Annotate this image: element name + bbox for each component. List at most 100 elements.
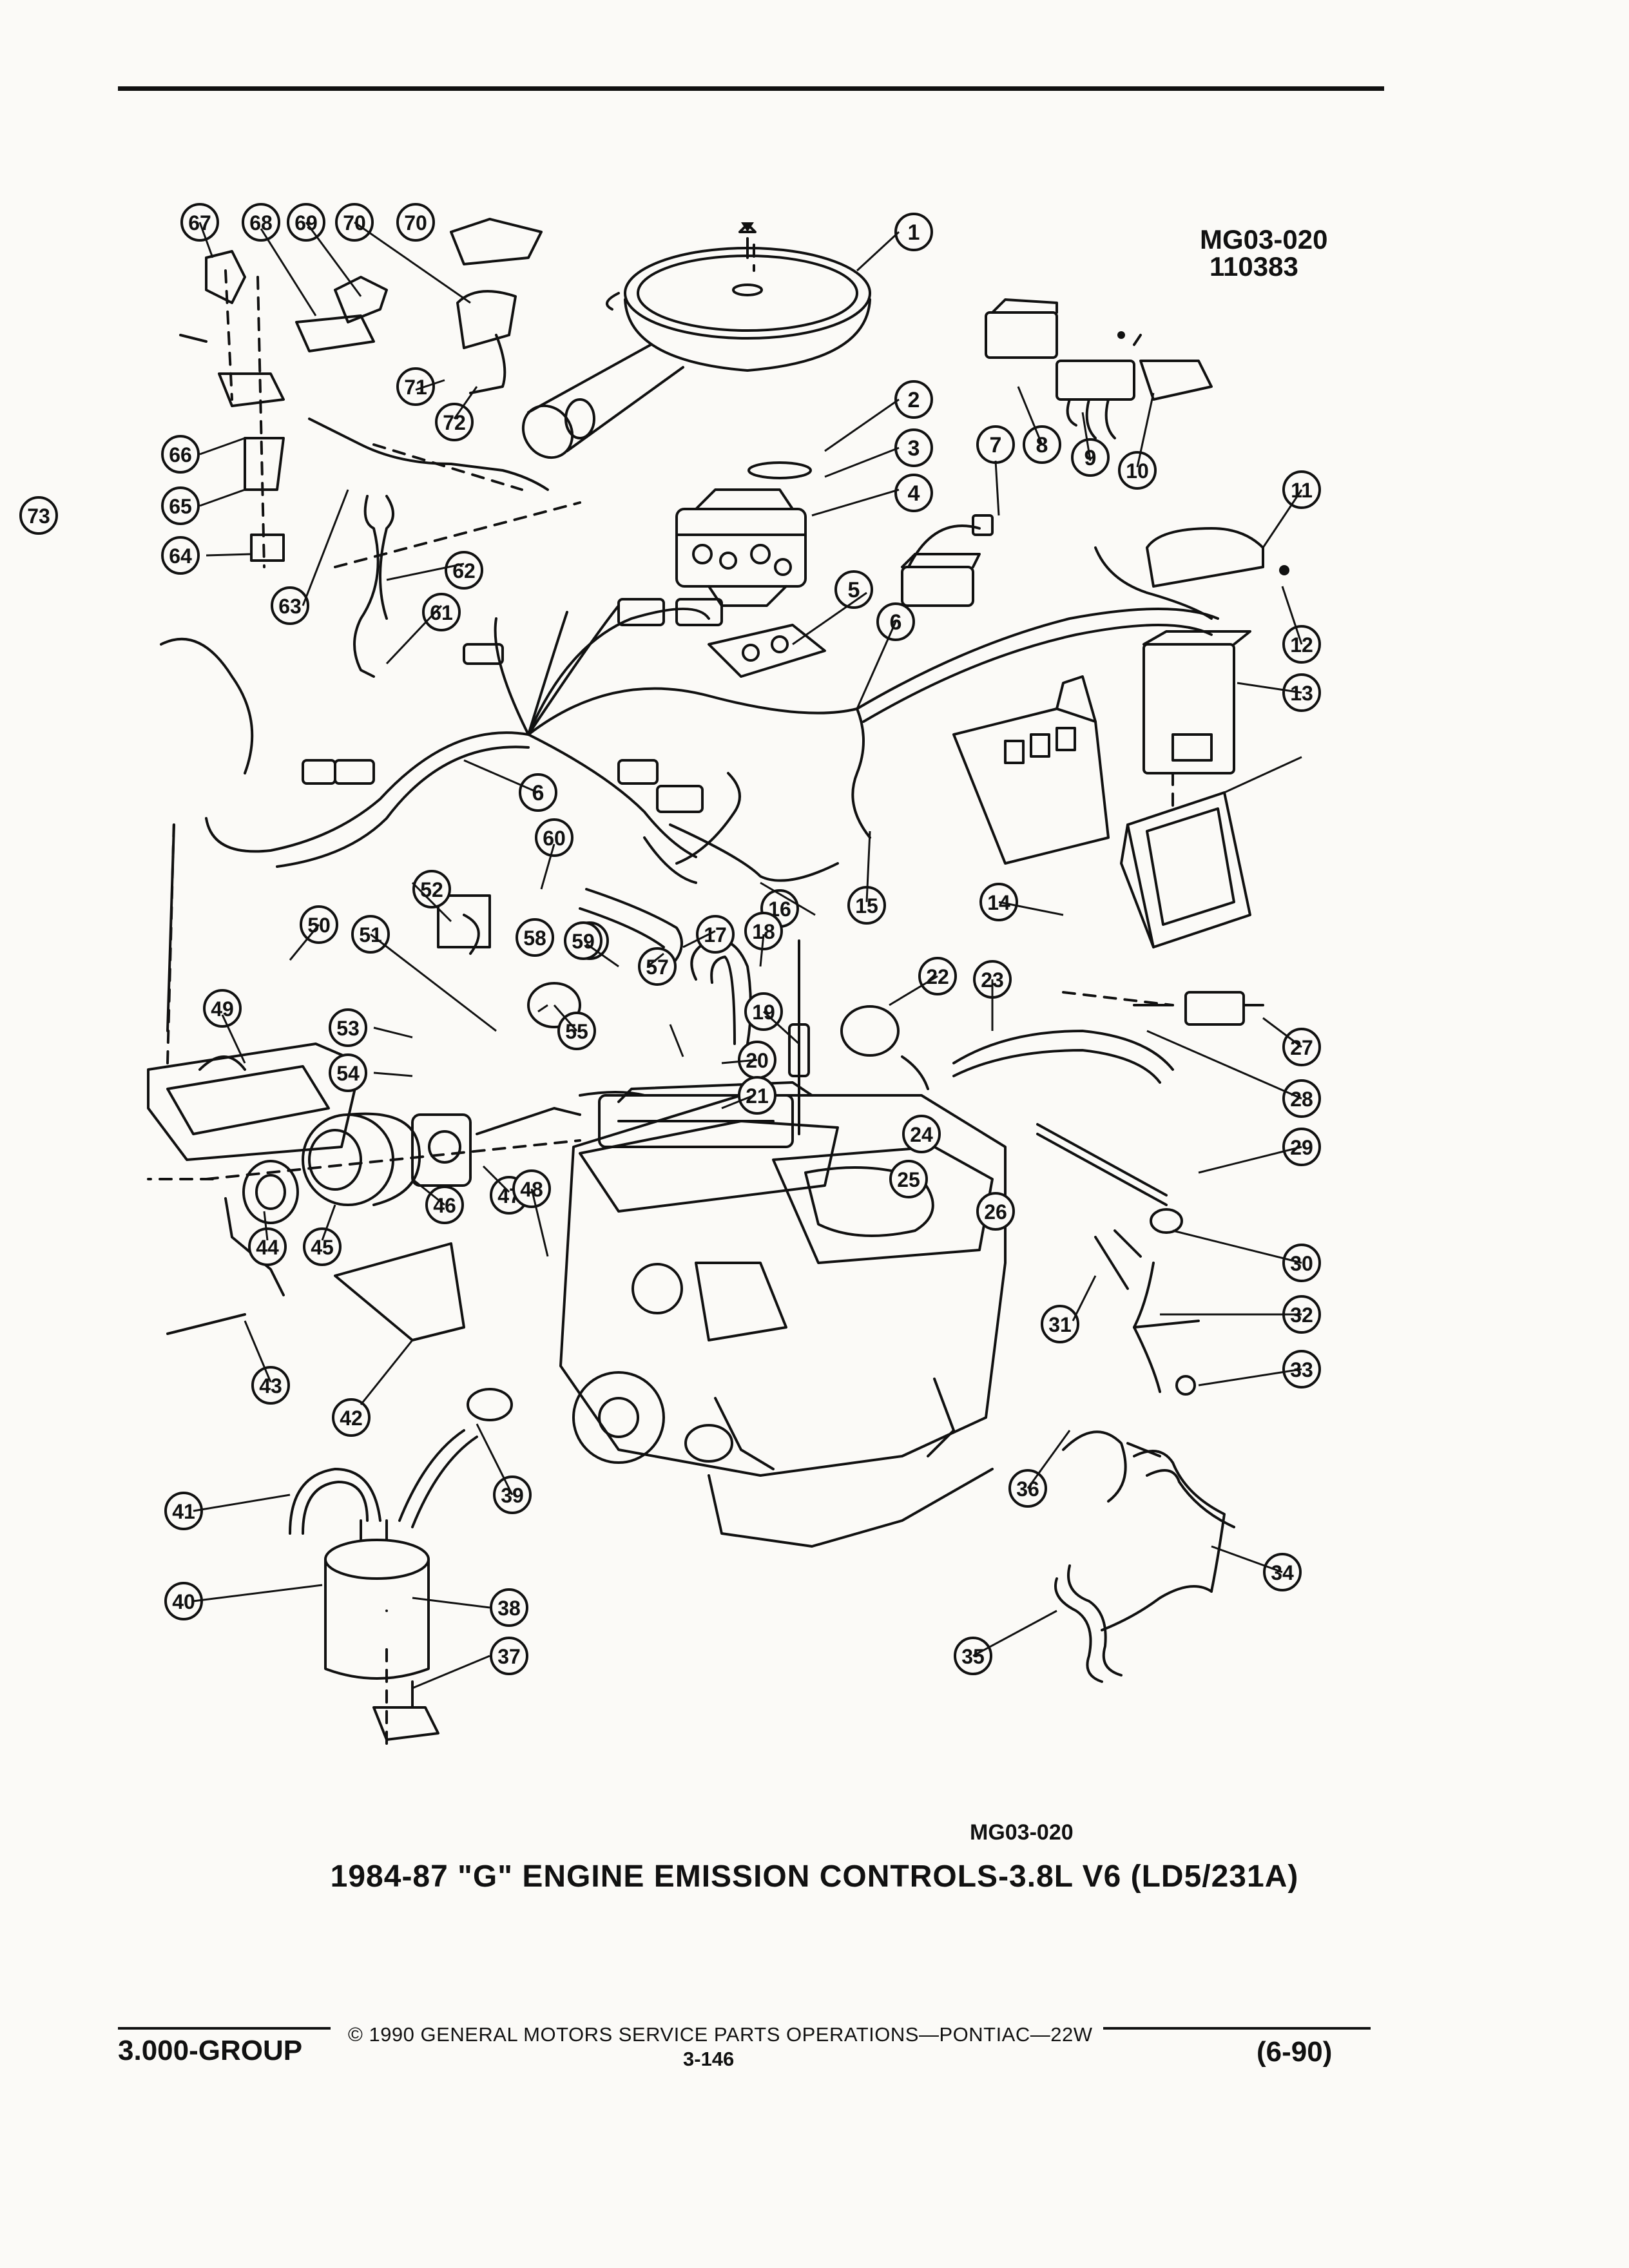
callout-circle-65 [161,486,200,525]
callout-circle-70 [396,203,435,242]
callout-circle-3 [894,428,933,467]
footer-revision: (6-90) [1257,2036,1333,2068]
callout-circle-25 [889,1160,928,1198]
callout-number-31: 31 [1048,1313,1072,1336]
air-pump-assembly [242,1091,646,1224]
callout-circle-44 [248,1227,287,1266]
callout-circle-53 [329,1008,367,1047]
callout-number-63: 63 [278,595,302,618]
callout-number-1: 1 [908,220,920,245]
callout-number-64: 64 [169,544,192,568]
callout-circle-73 [19,496,58,535]
figure-code: MG03-020 [1200,224,1328,255]
callout-number-52: 52 [420,878,443,901]
callout-circle-4 [894,474,933,512]
callout-circle-41 [164,1492,203,1530]
callout-number-37: 37 [497,1645,521,1668]
callout-number-73: 73 [27,505,50,528]
callout-number-42: 42 [340,1407,363,1430]
ecm-cover [1120,791,1251,948]
callout-circle-43 [251,1366,290,1405]
callout-circle-66 [161,435,200,474]
footer-rule-right [1103,2027,1371,2030]
callout-number-26: 26 [984,1200,1007,1224]
callout-number-4: 4 [908,481,920,506]
callout-number-7: 7 [990,433,1002,457]
callout-number-13: 13 [1290,682,1313,705]
evap-canister [289,1388,513,1741]
callout-circle-17 [696,915,735,954]
callout-circle-72 [435,403,474,441]
callout-circle-71 [396,367,435,406]
figure-date: 110383 [1210,251,1298,282]
relay-connectors [901,298,1213,607]
callout-circle-58 [516,918,554,957]
callout-circle-60 [535,818,574,857]
callout-number-2: 2 [908,388,920,412]
callout-circle-63 [271,586,309,625]
callout-number-27: 27 [1290,1036,1313,1059]
callout-circle-18 [744,912,783,950]
callout-number-54: 54 [336,1062,360,1085]
callout-circle-10 [1118,451,1157,490]
electronic-control-module [1094,527,1264,774]
footer-page-number: 3-146 [683,2048,735,2070]
callout-circle-5 [834,570,873,609]
charcoal-canister-tray [147,1043,362,1161]
callout-circle-24 [902,1115,941,1153]
callout-circle-64 [161,536,200,575]
dashed-guide-lines [147,244,1174,1754]
callout-number-35: 35 [961,1645,985,1668]
callout-number-62: 62 [452,559,476,582]
callout-number-6: 6 [532,781,545,805]
callout-number-68: 68 [249,211,273,235]
callout-circle-61 [422,593,461,631]
callout-circle-1 [894,213,933,251]
callout-number-34: 34 [1271,1561,1294,1584]
figure-title: 1984-87 "G" ENGINE EMISSION CONTROLS-3.8… [330,1860,1299,1894]
callout-number-21: 21 [746,1084,769,1108]
callout-circle-52 [412,870,451,908]
callout-number-24: 24 [910,1123,933,1146]
callout-number-36: 36 [1016,1477,1039,1501]
callout-circle-68 [242,203,280,242]
callout-number-38: 38 [497,1597,521,1620]
carburetor-gasket [708,624,826,678]
callout-number-40: 40 [172,1590,195,1613]
callout-number-55: 55 [565,1020,588,1043]
callout-circle-40 [164,1582,203,1620]
callout-circle-31 [1041,1305,1079,1343]
footer-rule-left [118,2027,331,2030]
callout-number-5: 5 [848,578,860,602]
vacuum-hoses-and-valves [437,888,1174,1135]
callout-number-25: 25 [897,1168,920,1191]
callout-number-30: 30 [1290,1252,1313,1275]
callout-number-49: 49 [211,997,234,1021]
carburetor [675,461,812,607]
footer-group: 3.000-GROUP [118,2035,303,2066]
callout-circle-54 [329,1053,367,1092]
callout-number-39: 39 [501,1484,524,1507]
sensors-right [1036,991,1264,1396]
callout-number-28: 28 [1290,1088,1313,1111]
callout-number-58: 58 [523,927,546,950]
pcv-hoses [1054,1430,1235,1683]
callout-circle-45 [303,1227,342,1266]
wiring-harness [205,598,1219,884]
callout-circle-57 [638,947,677,986]
callout-number-65: 65 [169,495,192,518]
callout-number-41: 41 [172,1500,195,1523]
callout-circle-2 [894,380,933,419]
callout-number-53: 53 [336,1017,360,1040]
callout-circle-59 [564,921,602,960]
callout-circle-21 [738,1076,776,1115]
callout-number-72: 72 [443,411,466,434]
callout-circle-38 [490,1588,528,1627]
callout-number-43: 43 [259,1374,282,1398]
callout-circle-42 [332,1398,371,1437]
engine-block [559,1081,1007,1548]
callout-number-12: 12 [1290,633,1313,657]
callout-number-61: 61 [430,601,453,624]
